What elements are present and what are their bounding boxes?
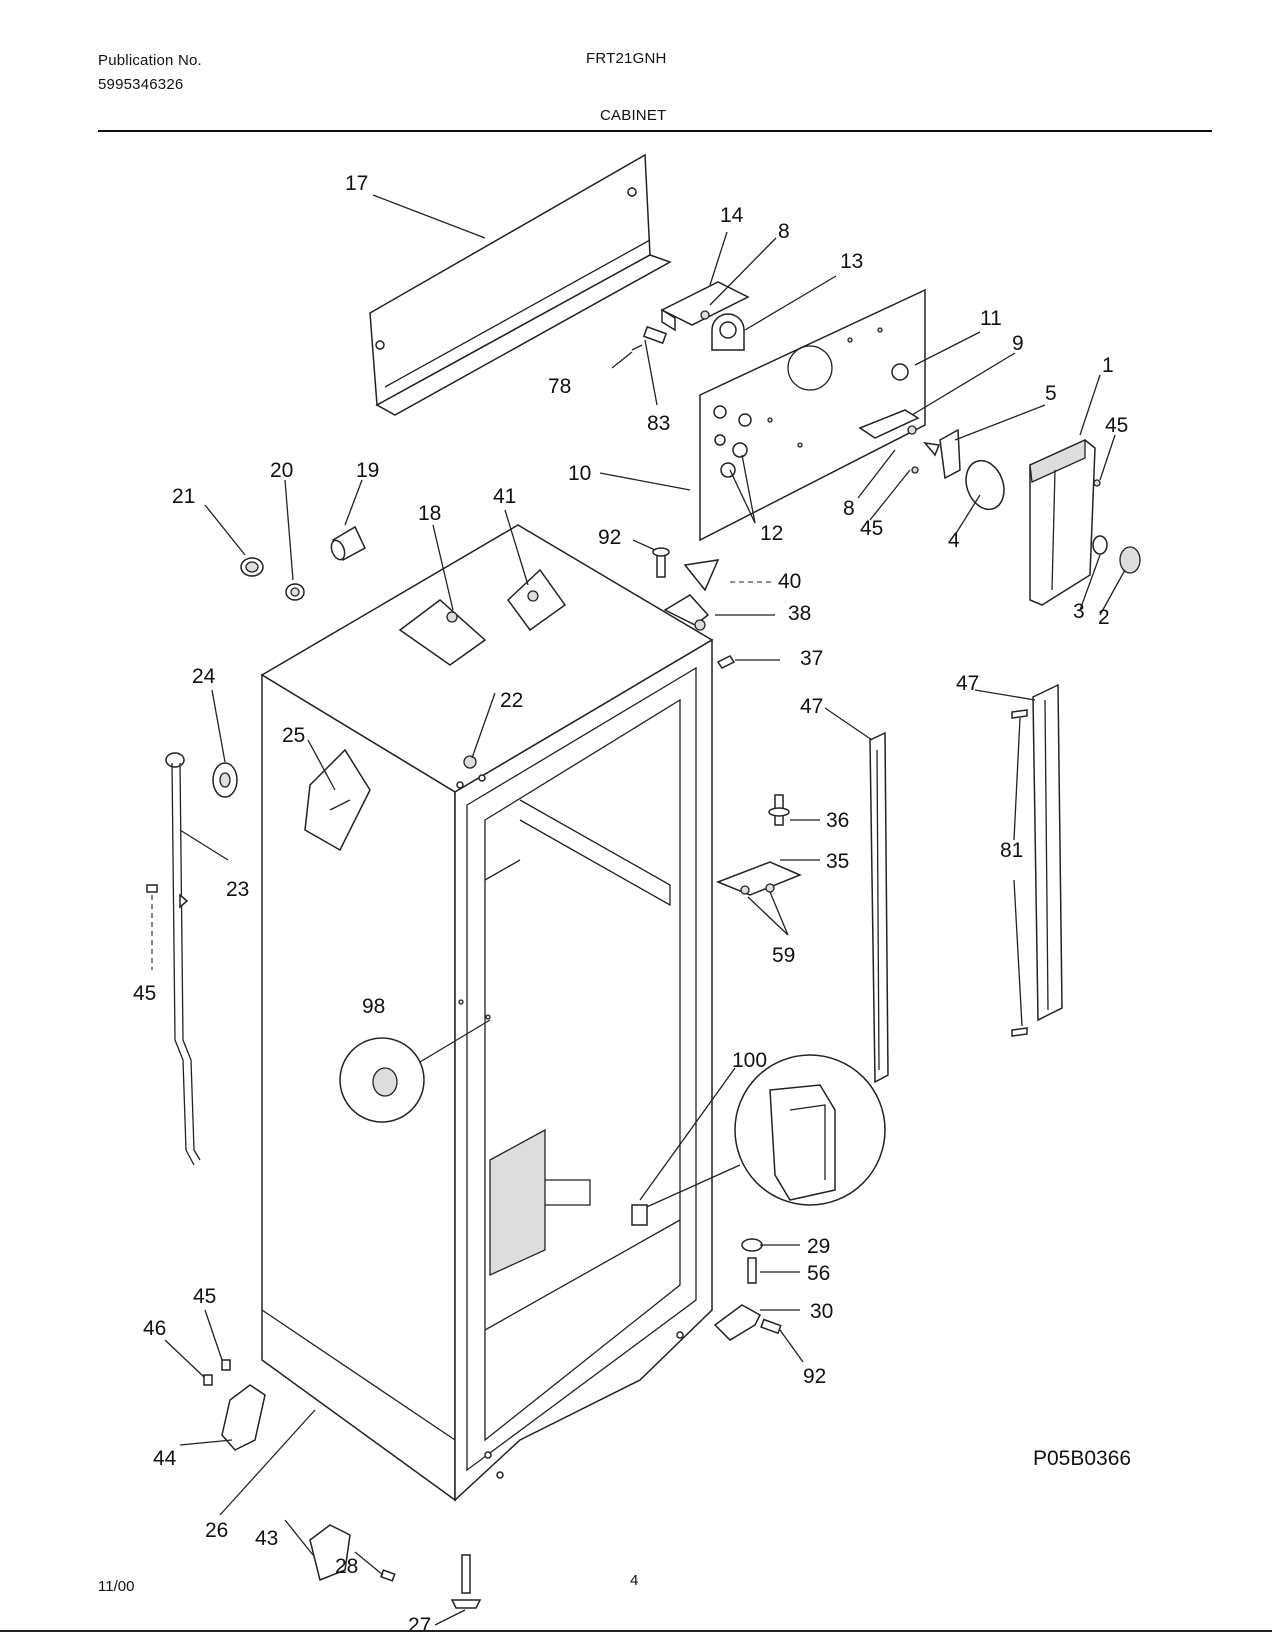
publication-number: 5995346326 (98, 76, 184, 93)
part-top-hinge (652, 547, 736, 669)
callout-36: 36 (826, 809, 849, 832)
callout-25: 25 (282, 724, 305, 747)
callout-92: 92 (598, 526, 621, 549)
callout-19: 19 (356, 459, 379, 482)
callout-98: 98 (362, 995, 385, 1018)
leader-lines (164, 194, 1126, 1626)
callout-41: 41 (493, 485, 516, 508)
callout-21: 21 (172, 485, 195, 508)
callout-23: 23 (226, 878, 249, 901)
callout-45: 45 (193, 1285, 216, 1308)
callout-28: 28 (335, 1555, 358, 1578)
publication-label: Publication No. (98, 52, 202, 69)
page-number: 4 (630, 1572, 639, 1589)
callout-24: 24 (192, 665, 216, 688)
part-lower-left (203, 1359, 482, 1609)
callout-20: 20 (270, 459, 293, 482)
callout-1: 1 (1102, 354, 1114, 377)
callout-92: 92 (803, 1365, 826, 1388)
callout-2: 2 (1098, 606, 1110, 629)
callout-10: 10 (568, 462, 591, 485)
callout-44: 44 (153, 1447, 177, 1470)
callout-45: 45 (860, 517, 883, 540)
callout-9: 9 (1012, 332, 1024, 355)
callout-13: 13 (840, 250, 863, 273)
callout-11: 11 (980, 307, 1002, 330)
part-left-tube (146, 752, 238, 1166)
callout-46: 46 (143, 1317, 166, 1340)
section-title: CABINET (600, 107, 667, 124)
part-bottom-hinge (713, 1238, 782, 1341)
callout-78: 78 (548, 375, 571, 398)
callout-81: 81 (1000, 839, 1023, 862)
part-right-strips (869, 683, 1063, 1084)
callout-29: 29 (807, 1235, 830, 1258)
callout-8: 8 (778, 220, 790, 243)
part-middle-hinge (715, 794, 802, 896)
part-fittings-left-top (240, 525, 366, 601)
callout-3: 3 (1073, 600, 1085, 623)
callout-37: 37 (800, 647, 823, 670)
callout-35: 35 (826, 850, 849, 873)
callout-18: 18 (418, 502, 441, 525)
callout-83: 83 (647, 412, 670, 435)
callout-59: 59 (772, 944, 795, 967)
callout-47: 47 (956, 672, 979, 695)
callout-8: 8 (843, 497, 855, 520)
part-top-cover (369, 153, 672, 416)
callout-45: 45 (133, 982, 156, 1005)
callout-100: 100 (732, 1049, 767, 1072)
callout-47: 47 (800, 695, 823, 718)
revision-date: 11/00 (98, 1578, 135, 1595)
header-rule (98, 130, 1212, 132)
part-bracket-assembly (631, 281, 750, 351)
part-evaporator-cover (699, 288, 926, 542)
part-fan-assembly (858, 409, 1005, 511)
callout-numbers: 17 14 8 13 11 9 1 5 45 78 83 10 12 8 45 … (133, 172, 1128, 1637)
model-number: FRT21GNH (586, 50, 667, 67)
part-detail-magnified (631, 1054, 886, 1226)
part-air-duct (1029, 438, 1141, 606)
callout-22: 22 (500, 689, 523, 712)
callout-43: 43 (255, 1527, 278, 1550)
callout-30: 30 (810, 1300, 833, 1323)
callout-26: 26 (205, 1519, 228, 1542)
callout-45: 45 (1105, 414, 1128, 437)
part-cabinet (260, 524, 714, 1502)
callout-56: 56 (807, 1262, 830, 1285)
callout-12: 12 (760, 522, 783, 545)
callout-27: 27 (408, 1614, 431, 1637)
callout-17: 17 (345, 172, 368, 195)
footer-rule (0, 1630, 1272, 1632)
callout-14: 14 (720, 204, 744, 227)
callout-38: 38 (788, 602, 811, 625)
callout-4: 4 (948, 529, 960, 552)
callout-5: 5 (1045, 382, 1057, 405)
diagram-id: P05B0366 (1033, 1447, 1132, 1470)
callout-40: 40 (778, 570, 801, 593)
